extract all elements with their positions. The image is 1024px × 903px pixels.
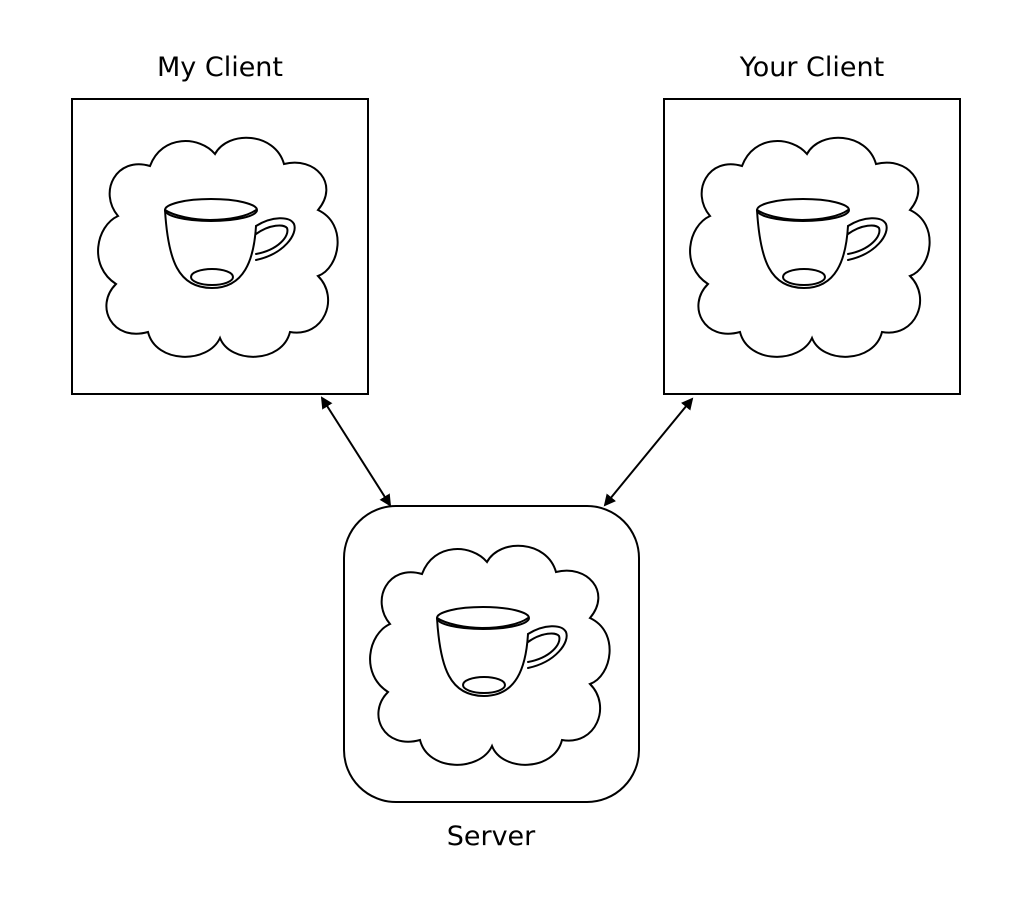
my-client-server-arrow [320, 396, 392, 507]
my-client-cloud-icon [97, 136, 339, 358]
my-client-label: My Client [157, 52, 283, 83]
your-client-label: Your Client [739, 52, 884, 83]
server-label: Server [447, 821, 536, 852]
your-client-node: Your Client [663, 52, 961, 395]
your-client-server-arrow [603, 397, 694, 507]
my-client-node: My Client [71, 52, 369, 395]
server-node: Server [343, 505, 640, 852]
server-cloud-icon [369, 544, 611, 766]
your-client-cloud-icon [689, 136, 931, 358]
